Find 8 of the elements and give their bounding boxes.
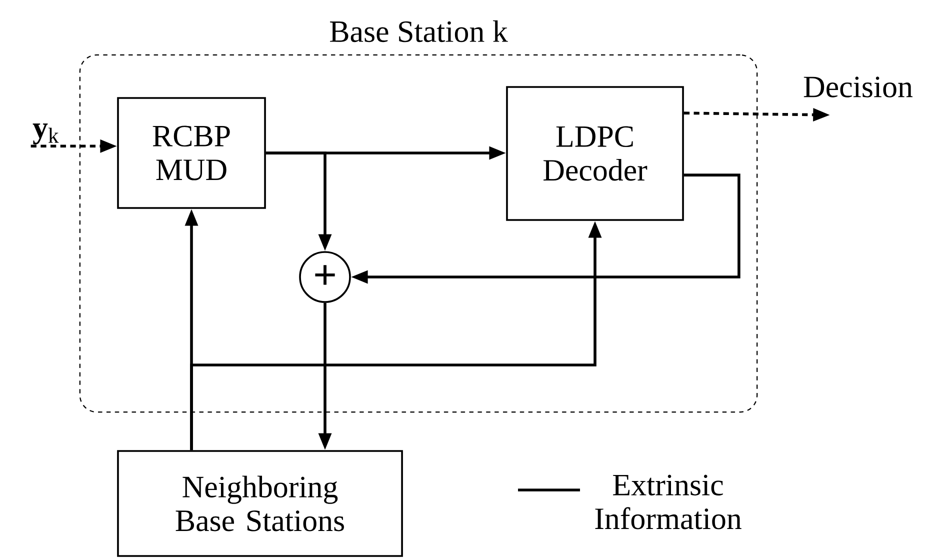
signal-label: Decision	[804, 76, 913, 98]
process-box: Neighboring Base Stations	[117, 450, 403, 557]
process-box: LDPC Decoder	[506, 86, 684, 221]
process-box: RCBP MUD	[117, 97, 266, 209]
summing-junction: +	[299, 251, 351, 303]
node-label: Base Station k	[330, 20, 508, 42]
signal-label: y$_{k}$	[32, 124, 59, 144]
legend-text: Extrinsic Information	[595, 474, 742, 530]
